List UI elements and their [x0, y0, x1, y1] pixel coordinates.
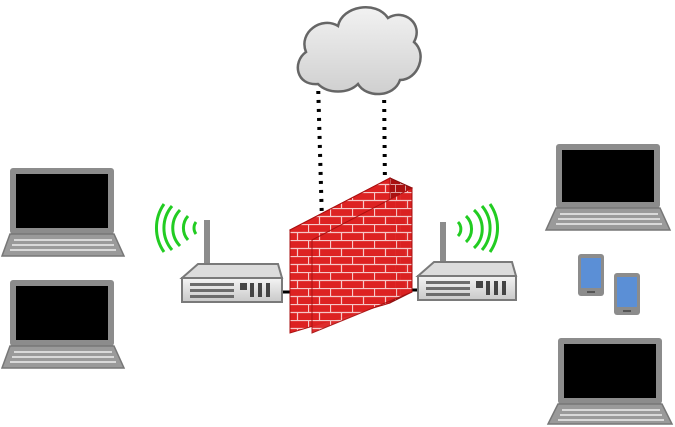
phone-1 [578, 254, 604, 296]
phone-2 [614, 273, 640, 315]
wireless-router-icon [179, 263, 284, 303]
antenna [204, 220, 210, 266]
laptop-icon [0, 168, 126, 257]
brick-wall-icon [288, 177, 414, 334]
laptop-right-2 [546, 338, 674, 425]
antenna [440, 222, 446, 264]
laptop-icon [0, 280, 126, 369]
wifi-signal-icon [154, 203, 198, 253]
cloud-icon [296, 6, 422, 96]
cloud-link-left [316, 81, 324, 223]
laptop-left-1 [0, 168, 126, 257]
laptop-left-2 [0, 280, 126, 369]
laptop-icon [544, 144, 672, 231]
laptop-right-1 [544, 144, 672, 231]
router-right [415, 203, 518, 301]
wifi-signal-icon [456, 203, 500, 253]
smartphone-icon [614, 273, 640, 315]
router-left [154, 203, 284, 303]
laptop-icon [546, 338, 674, 425]
wireless-router-icon [415, 261, 518, 301]
smartphone-icon [578, 254, 604, 296]
